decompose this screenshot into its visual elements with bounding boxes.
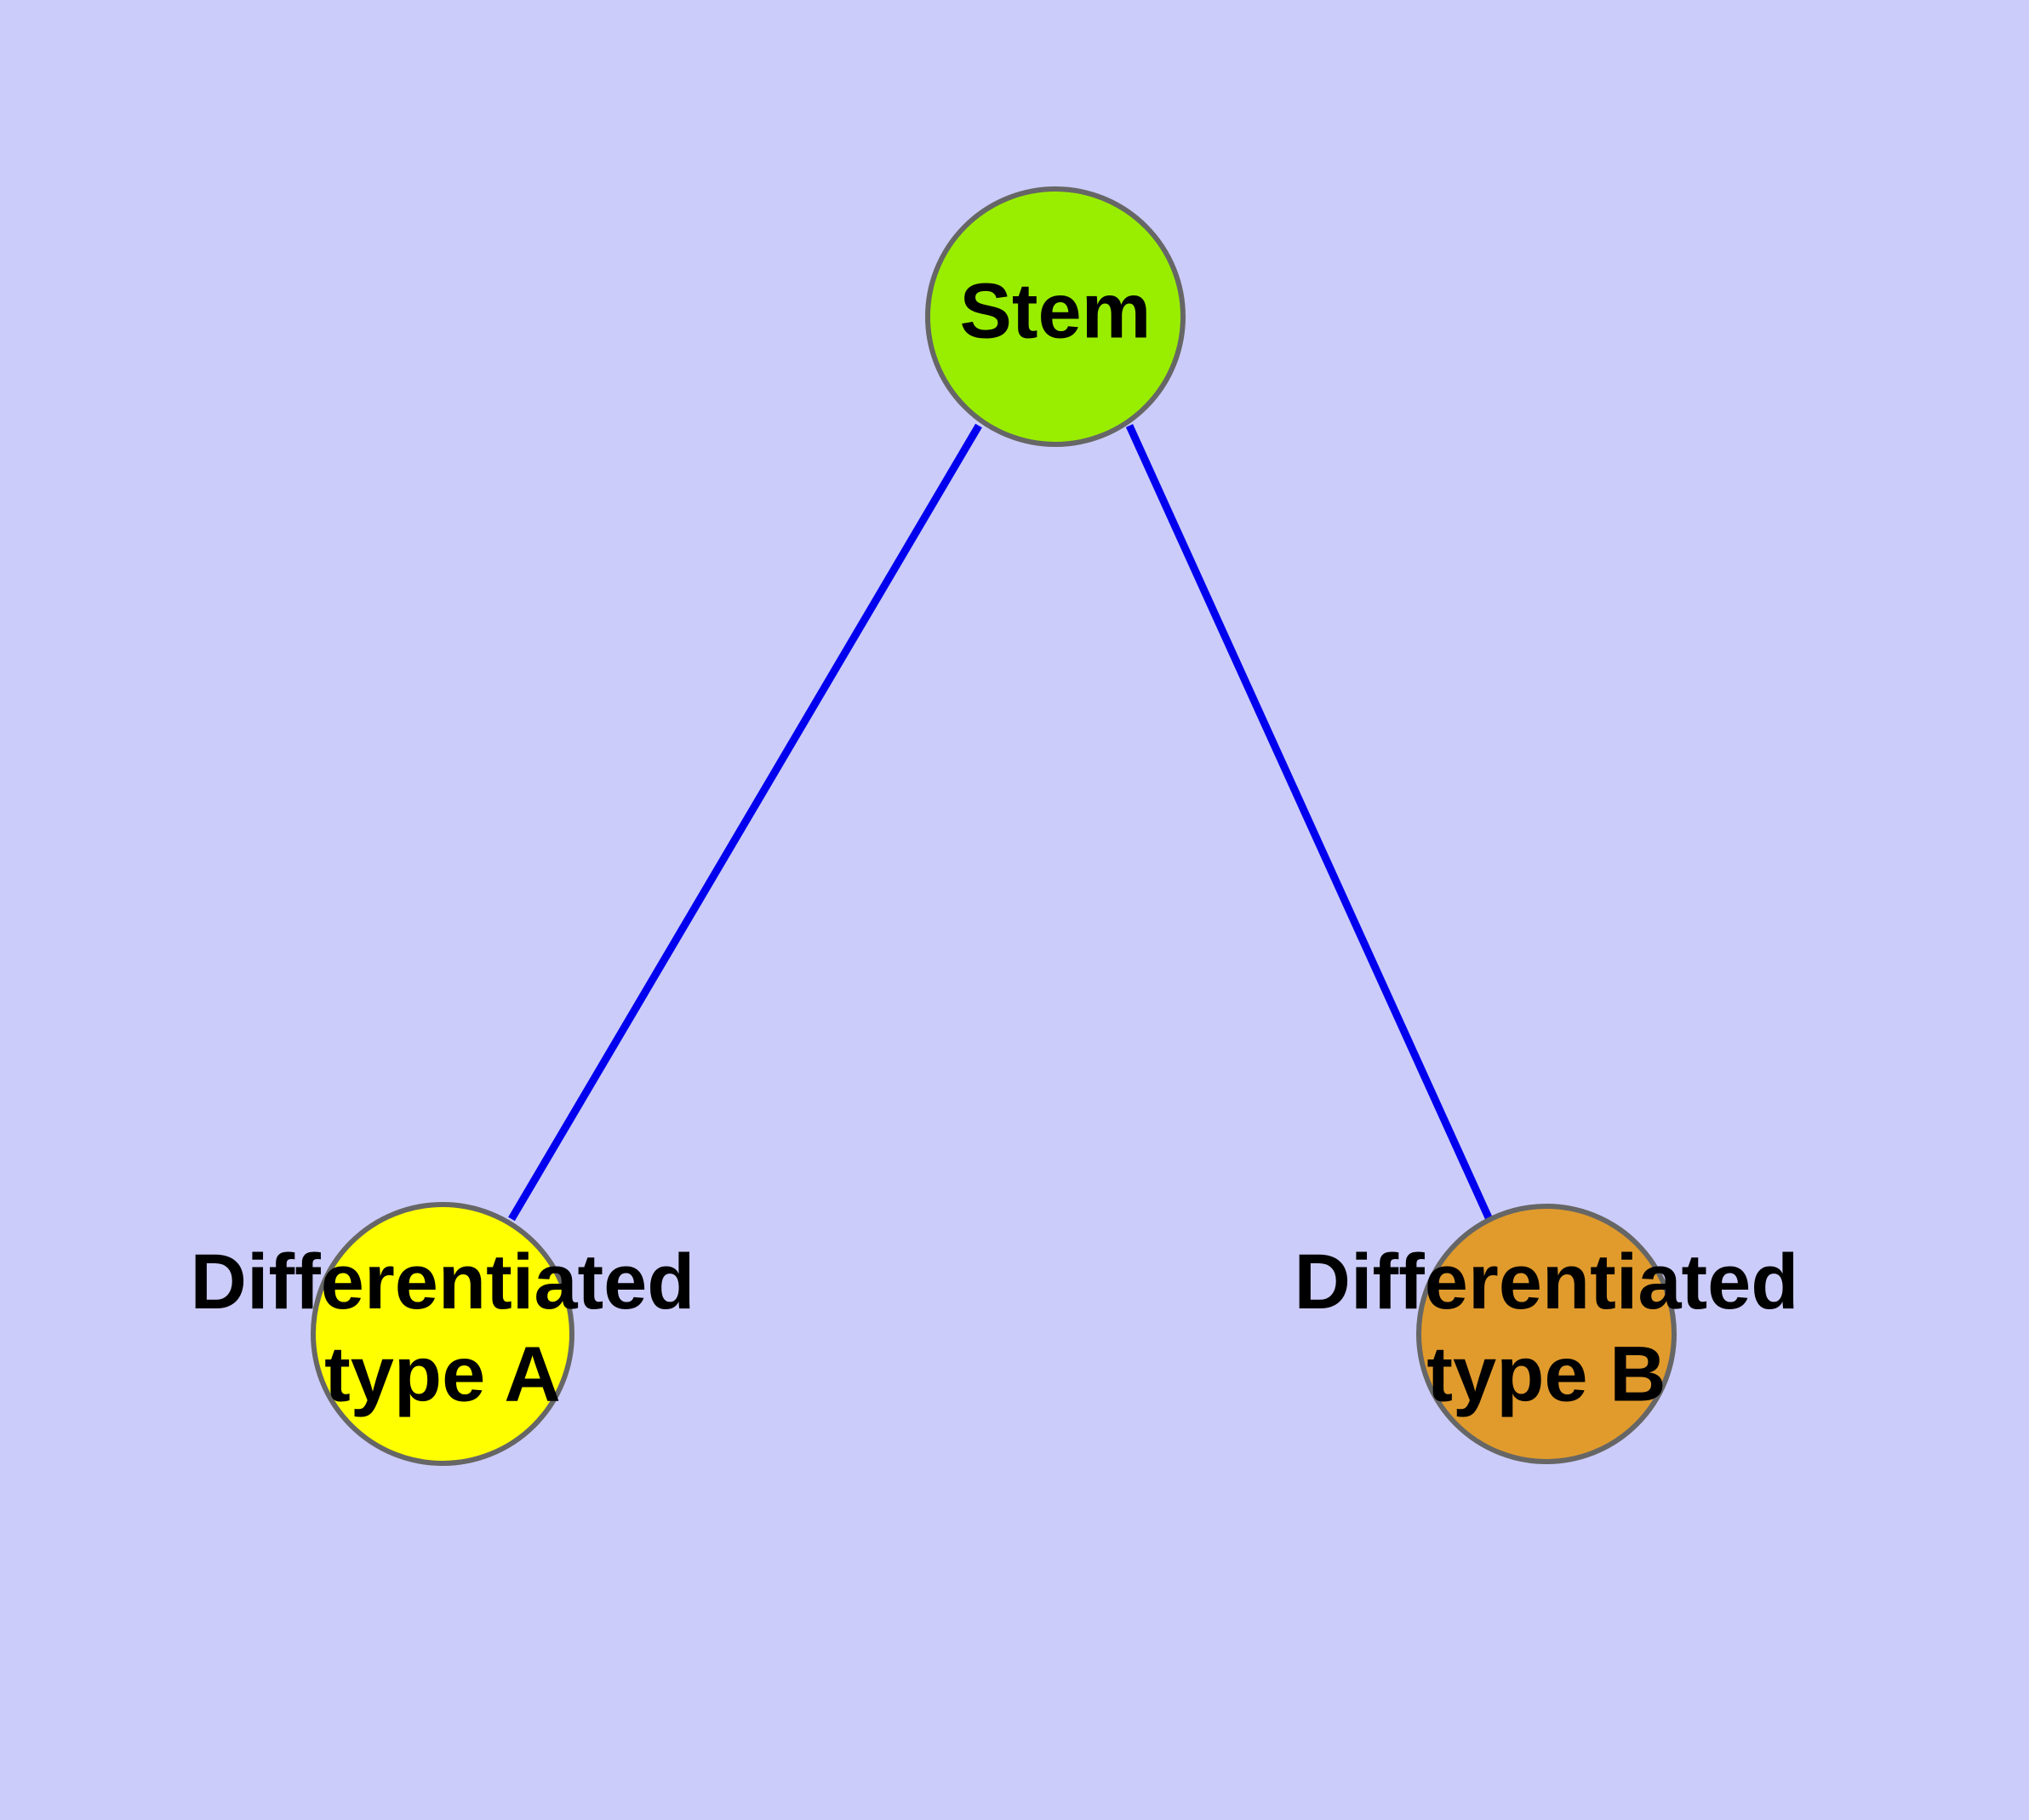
node-label-diff_a-line-1: Differentiated (191, 1239, 695, 1325)
node-label-diff_b-line-2: type B (1426, 1331, 1666, 1418)
node-label-stem-line-1: Stem (960, 267, 1152, 354)
edges-group (508, 423, 1495, 1225)
node-circle-diff_b[interactable] (1416, 1204, 1677, 1464)
node-label-diff_b-line-1: Differentiated (1295, 1239, 1799, 1325)
node-stem[interactable]: Stem (925, 186, 1186, 447)
node-label-diff_a-line-2: type A (324, 1331, 561, 1418)
node-circle-stem[interactable] (925, 186, 1186, 447)
node-circle-diff_a[interactable] (311, 1202, 574, 1466)
edge-stem-to-diff-b[interactable] (1125, 424, 1495, 1225)
edge-stem-to-diff-a[interactable] (508, 423, 982, 1222)
